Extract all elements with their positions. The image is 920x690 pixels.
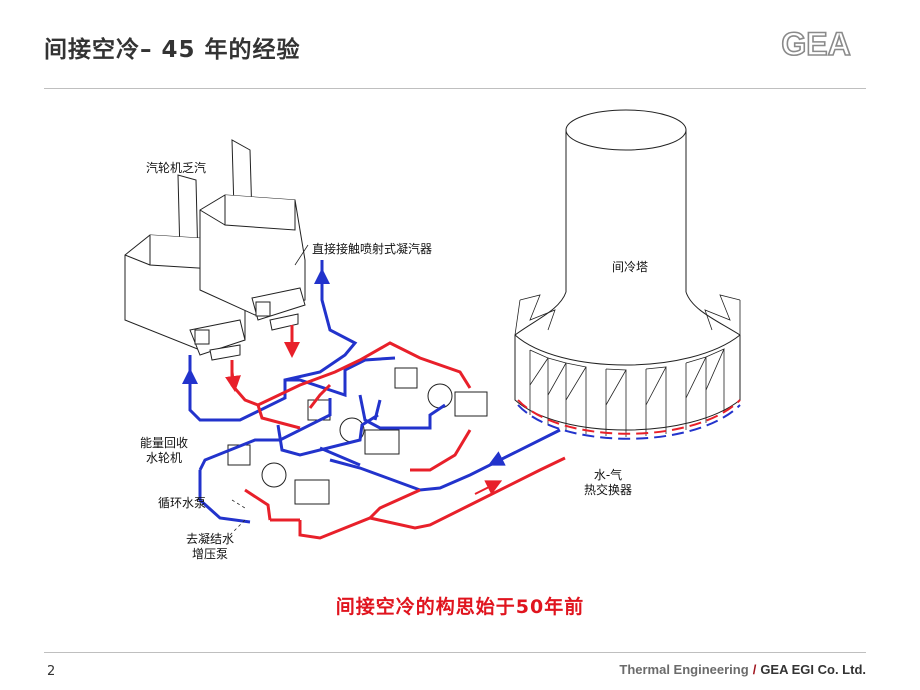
footer-text: Thermal Engineering/GEA EGI Co. Ltd. <box>619 662 866 677</box>
caption: 间接空冷的构思始于50年前 <box>335 596 585 618</box>
label-condensate-booster: 去凝结水 增压泵 <box>186 532 234 562</box>
footer-department: Thermal Engineering <box>619 662 749 677</box>
cold-water-pipes <box>188 260 561 524</box>
label-energy-recovery-line1: 能量回收 <box>140 436 189 450</box>
logo-text: GEA <box>781 26 850 62</box>
footer-divider <box>44 652 866 653</box>
hot-pipe-arrows <box>225 334 503 495</box>
label-energy-recovery: 能量回收 水轮机 <box>140 436 188 466</box>
label-leaders <box>229 244 309 536</box>
gea-logo: GEA <box>781 25 852 63</box>
pump-unit-1 <box>394 367 488 417</box>
label-circulation-pump: 循环水泵 <box>158 496 207 510</box>
label-hx-line1: 水-气 <box>593 468 623 482</box>
pump-units <box>227 367 488 505</box>
page-title: 间接空冷– 45 年的经验 <box>44 37 301 63</box>
turbine-condensers <box>124 139 306 361</box>
label-heat-exchanger: 水-气 热交换器 <box>584 468 632 498</box>
header-divider <box>44 88 866 89</box>
pump-unit-2 <box>307 399 400 455</box>
label-condensate-line1: 去凝结水 <box>186 532 235 546</box>
cooling-tower <box>514 109 741 440</box>
cold-pipe-arrows <box>182 268 516 466</box>
label-cooling-tower: 间冷塔 <box>612 260 649 274</box>
pump-unit-3 <box>227 444 330 505</box>
footer-company: GEA EGI Co. Ltd. <box>760 662 866 677</box>
label-condensate-line2: 增压泵 <box>192 547 229 561</box>
label-energy-recovery-line2: 水轮机 <box>146 451 183 465</box>
label-turbine-exhaust: 汽轮机乏汽 <box>146 161 207 175</box>
label-condenser: 直接接触喷射式凝汽器 <box>312 242 433 256</box>
page-number: 2 <box>47 664 56 679</box>
label-hx-line2: 热交换器 <box>584 483 633 497</box>
footer-separator: / <box>752 662 757 677</box>
